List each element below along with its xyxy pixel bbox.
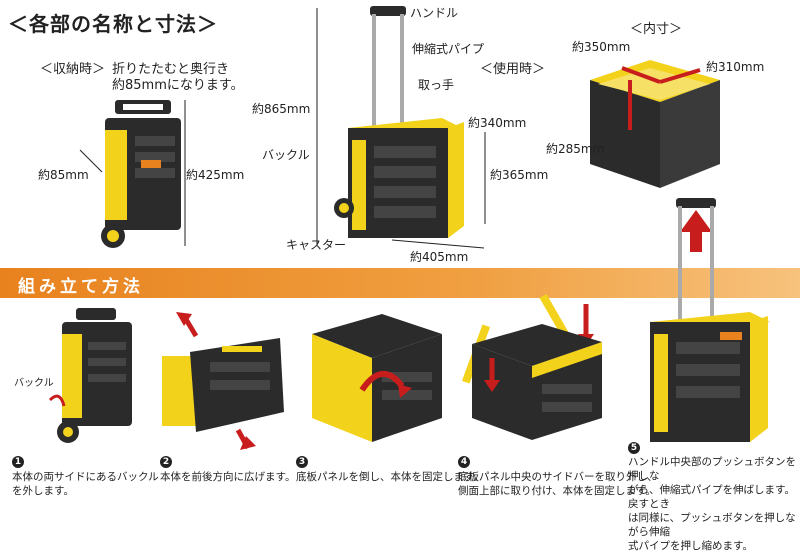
step-5-illustration (650, 198, 770, 442)
step-5-text-2: がら、伸縮式パイプを伸ばします。戻すとき (628, 484, 795, 510)
width-dim: 約405mm (410, 250, 469, 264)
folded-note-1: 折りたたむと奥行き (112, 62, 230, 77)
step-3-number: 3 (296, 456, 308, 468)
part-caster: キャスター (286, 238, 347, 252)
step-3-illustration (312, 314, 442, 442)
inner-dimension-illustration (590, 60, 720, 188)
inner-height-dim: 約285mm (546, 142, 605, 156)
step-4-number: 4 (458, 456, 470, 468)
page-title: ＜各部の名称と寸法＞ (8, 12, 218, 36)
step-5: 5 ハンドル中央部のプッシュボタンを押しな がら、伸縮式パイプを伸ばします。戻す… (628, 442, 800, 553)
step-5-text-4: 式パイプを押し縮めます。 (628, 540, 753, 552)
step-3: 3 底板パネルを倒し、本体を固定します。 (296, 456, 484, 484)
step-1-text-2: を外します。 (12, 485, 74, 497)
assembly-title: 組み立て方法 (18, 277, 144, 297)
step-1: 1 本体の両サイドにあるバックル を外します。 (12, 456, 159, 498)
step-5-text-3: は同様に、プッシュボタンを押しながら伸縮 (628, 512, 796, 538)
inner-label: ＜内寸＞ (630, 22, 683, 37)
part-buckle: バックル (262, 148, 310, 162)
step-2-illustration (162, 312, 284, 450)
folded-height-dim: 約425mm (186, 168, 245, 182)
assembly-header-bar (0, 268, 800, 298)
step-2: 2 本体を前後方向に広げます。 (160, 456, 295, 484)
step-1-illustration (48, 308, 132, 443)
step-5-number: 5 (628, 442, 640, 454)
height-total-line (316, 8, 318, 244)
step-4: 4 底板パネル中央のサイドバーを取り外し、 側面上部に取り付け、本体を固定します… (458, 456, 658, 498)
step-2-number: 2 (160, 456, 172, 468)
cart-in-use-illustration (334, 6, 464, 238)
folded-height-line (184, 100, 186, 246)
step-1-buckle-label: バックル (14, 378, 54, 389)
inner-width-dim: 約350mm (572, 40, 631, 54)
width-line (391, 239, 485, 249)
folded-label: ＜収納時＞ (40, 62, 106, 77)
step-1-number: 1 (12, 456, 24, 468)
step-4-text-1: 底板パネル中央のサイドバーを取り外し、 (458, 471, 658, 483)
step-4-text-2: 側面上部に取り付け、本体を固定します。 (458, 485, 656, 497)
in-use-label: ＜使用時＞ (480, 62, 546, 77)
part-pipe: 伸縮式パイプ (412, 42, 485, 56)
height-total-dim: 約865mm (252, 102, 311, 116)
step-5-text-1: ハンドル中央部のプッシュボタンを押しな (628, 456, 796, 482)
box-height-line (484, 132, 486, 224)
folded-depth-dim: 約85mm (38, 168, 89, 182)
step-3-text-1: 底板パネルを倒し、本体を固定します。 (296, 471, 484, 483)
step-4-illustration (461, 294, 602, 440)
step-2-text-1: 本体を前後方向に広げます。 (160, 471, 296, 483)
inner-depth-dim: 約310mm (706, 60, 765, 74)
folded-depth-line (79, 149, 103, 173)
step-1-text-1: 本体の両サイドにあるバックル (12, 471, 159, 483)
folded-cart-illustration (101, 100, 181, 248)
box-height-dim: 約365mm (490, 168, 549, 182)
part-grip: 取っ手 (418, 78, 455, 92)
part-handle: ハンドル (410, 6, 459, 20)
depth-dim: 約340mm (468, 116, 527, 130)
folded-note-2: 約85mmになります。 (112, 78, 244, 93)
